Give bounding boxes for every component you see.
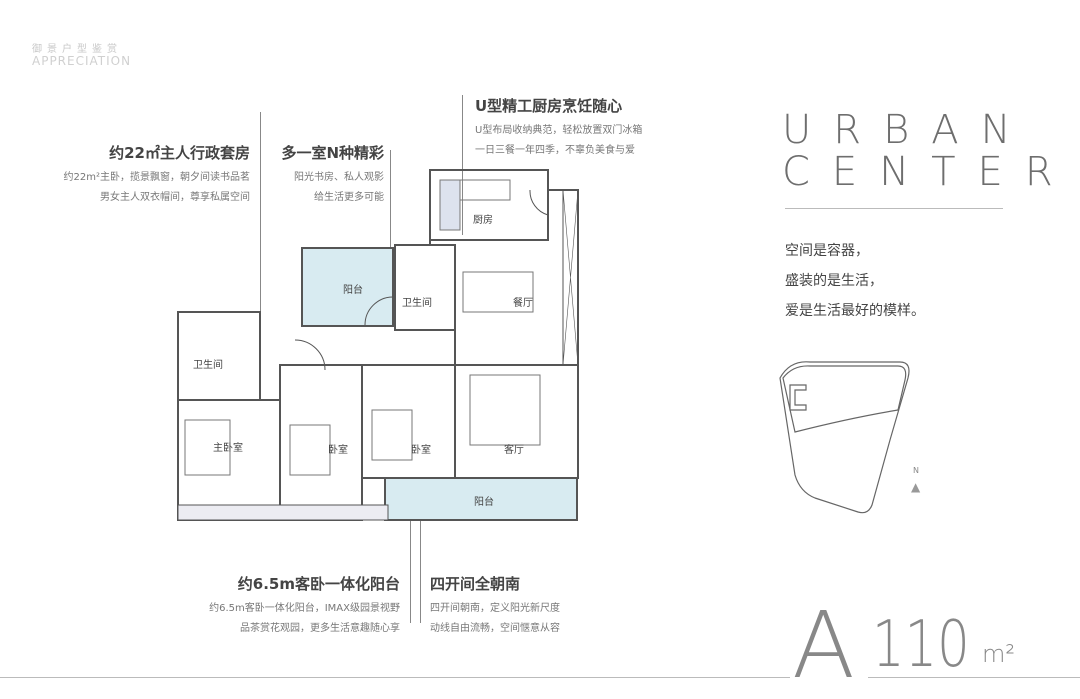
kitchen-counter	[439, 179, 461, 231]
bay-window	[177, 504, 389, 521]
feature-title: 多一室N种精彩	[281, 144, 384, 162]
feature-title: 约22㎡主人行政套房	[109, 144, 250, 162]
header-title-cn: 御景户型鉴赏	[32, 44, 122, 55]
kitchen	[429, 169, 549, 241]
slogan: 空间是容器， 盛装的是生活， 爱是生活最好的模样。	[785, 236, 925, 326]
feature-line: 四开间朝南，定义阳光新尺度	[430, 603, 560, 614]
feature-line: 阳光书房、私人观影	[294, 172, 384, 183]
room-label-balcony-bottom: 阳台	[474, 497, 494, 508]
room-label-bath-mid: 卫生间	[402, 298, 432, 309]
slogan-line: 盛装的是生活，	[785, 273, 883, 289]
callout-line	[410, 520, 411, 623]
compass-label: N	[913, 466, 919, 475]
dining-table	[462, 271, 534, 313]
feature-south-facing: 四开间全朝南 四开间朝南，定义阳光新尺度 动线自由流畅，空间惬意从容	[430, 573, 560, 639]
feature-title: U型精工厨房烹饪随心	[475, 97, 623, 115]
master-bed	[184, 419, 231, 476]
callout-line	[260, 112, 261, 367]
room-label-bath-left: 卫生间	[193, 360, 223, 371]
balcony-top	[301, 247, 394, 327]
bottom-line-left	[0, 677, 790, 678]
feature-line: 动线自由流畅，空间惬意从容	[430, 623, 560, 634]
unit-area: 110	[872, 608, 970, 682]
feature-line: 男女主人双衣帽间，尊享私属空间	[100, 192, 250, 203]
bedroom-1	[279, 364, 363, 521]
feature-line: 约22m²主卧，揽景飘窗，朝夕间读书品茗	[63, 172, 250, 183]
feature-line: 品茶赏花观园，更多生活意趣随心享	[240, 623, 400, 634]
room-label-balcony-top: 阳台	[343, 285, 363, 296]
feature-title: 四开间全朝南	[430, 575, 521, 593]
bottom-line-right	[868, 677, 1080, 678]
header-title-en: APPRECIATION	[32, 54, 132, 68]
stove	[459, 179, 511, 201]
room-label-dining: 餐厅	[513, 298, 533, 309]
living-room	[454, 364, 579, 479]
brand-divider	[785, 208, 1003, 209]
room-label-bed1: 卧室	[328, 445, 348, 456]
feature-line: 给生活更多可能	[314, 192, 384, 203]
brand-line-2: CENTER	[782, 149, 1075, 195]
bed-1	[289, 424, 331, 476]
feature-extra-room: 多一室N种精彩 阳光书房、私人观影 给生活更多可能	[281, 142, 384, 208]
sofa	[469, 374, 541, 446]
north-arrow-icon: ▲	[911, 480, 921, 494]
room-label-living: 客厅	[504, 445, 524, 456]
feature-master-suite: 约22㎡主人行政套房 约22m²主卧，揽景飘窗，朝夕间读书品茗 男女主人双衣帽间…	[64, 142, 250, 208]
callout-line	[462, 95, 463, 235]
feature-line: 一日三餐一年四季，不辜负美食与爱	[475, 145, 635, 156]
feature-line: 约6.5m客卧一体化阳台，IMAX级园景视野	[209, 603, 400, 614]
feature-balcony: 约6.5m客卧一体化阳台 约6.5m客卧一体化阳台，IMAX级园景视野 品茶赏花…	[209, 573, 400, 639]
feature-line: U型布局收纳典范，轻松放置双门冰箱	[475, 125, 643, 136]
room-label-master: 主卧室	[213, 443, 243, 454]
callout-line	[420, 520, 421, 623]
window-strip	[562, 189, 579, 366]
balcony-bottom	[384, 477, 578, 521]
feature-title: 约6.5m客卧一体化阳台	[237, 575, 400, 593]
master-bedroom	[177, 399, 281, 521]
room-label-kitchen: 厨房	[473, 215, 493, 226]
site-map	[779, 361, 910, 514]
unit-area-unit: m²	[982, 640, 1015, 668]
bath-mid	[394, 244, 456, 331]
callout-line	[390, 150, 391, 270]
unit-type: A	[792, 592, 855, 699]
slogan-line: 空间是容器，	[785, 243, 869, 259]
slogan-line: 爱是生活最好的模样。	[785, 303, 925, 319]
feature-kitchen: U型精工厨房烹饪随心 U型布局收纳典范，轻松放置双门冰箱 一日三餐一年四季，不辜…	[475, 95, 642, 161]
room-label-bed2: 卧室	[411, 445, 431, 456]
brand-line-1: URBAN	[782, 107, 1033, 153]
bedroom-2	[361, 364, 456, 479]
bed-2	[371, 409, 413, 461]
